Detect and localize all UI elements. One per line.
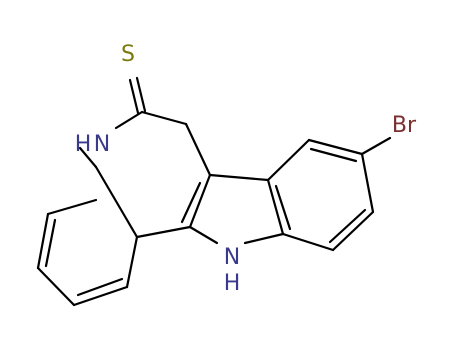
bond-c4-c5-inner	[309, 147, 358, 163]
bond-cs-nh	[114, 110, 144, 130]
thione-bond-a	[135, 76, 147, 113]
bond-lb-6	[46, 198, 98, 216]
bond-lb-5	[36, 212, 50, 270]
bond-c3-c2	[188, 173, 212, 229]
thione-bond-b	[128, 78, 140, 115]
bond-lb-3	[72, 285, 129, 307]
bond-c3a-c4	[266, 138, 311, 182]
bond-lb-1	[94, 165, 139, 239]
bond-c3-c2-inner	[180, 181, 202, 224]
bond-c7-c7a	[281, 232, 335, 252]
bond-c4-c5	[307, 138, 364, 156]
bond-ch2-c3	[184, 122, 212, 177]
lactam-hydrogen-label: H	[75, 132, 92, 157]
sulfur-label: S	[121, 42, 135, 67]
bond-c3a-c7a	[266, 178, 285, 236]
bond-c5-br	[360, 136, 392, 156]
bromine-label: Br	[392, 113, 417, 138]
lactam-nitrogen-label: N	[94, 132, 110, 157]
indole-hydrogen-label: H	[224, 271, 241, 296]
bond-c6-c7	[331, 210, 375, 252]
bond-c3a-c7a-inner	[274, 184, 292, 231]
bond-lb-3-inner	[76, 277, 124, 297]
bond-lb-4	[36, 266, 76, 307]
bond-c2-ar	[135, 225, 192, 239]
bond-n-c7a	[243, 232, 285, 245]
bond-c6-c7-inner	[328, 208, 367, 244]
bond-cs-ch2	[140, 110, 188, 126]
bond-lb-2	[125, 235, 139, 289]
bond-c5-c6	[360, 152, 375, 214]
bond-lb-5-inner	[44, 218, 57, 268]
bond-c3-c3a	[208, 173, 270, 182]
indole-nitrogen-label: N	[224, 245, 240, 270]
bond-c2-n	[188, 225, 219, 245]
bond-ar-nh	[78, 146, 98, 169]
